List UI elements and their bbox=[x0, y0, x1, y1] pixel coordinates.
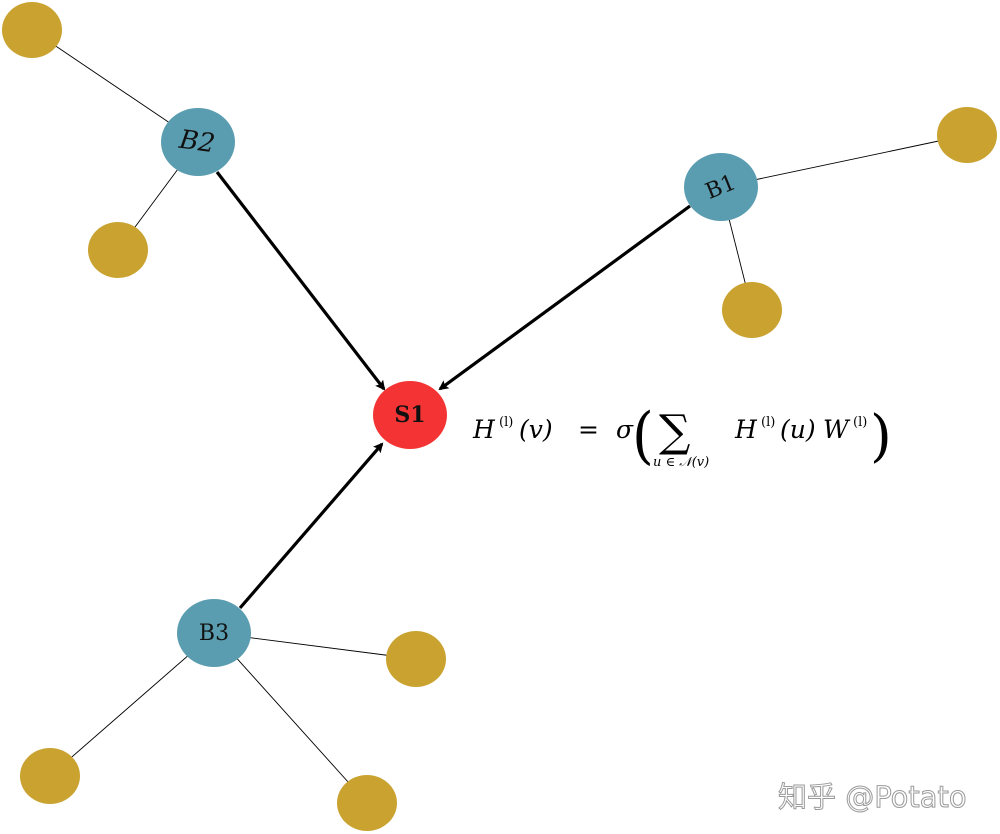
node-b2-label: B2 bbox=[176, 125, 216, 160]
arrow-b2-to-s1 bbox=[215, 171, 386, 391]
formula-h-sup: (l) bbox=[761, 415, 775, 430]
formula-open-paren: ( bbox=[632, 399, 654, 471]
arrow-b1-to-s1 bbox=[438, 204, 691, 391]
gcn-formula: H (l) (v) = σ ( ∑ u ∈ 𝒩(v) H (l) (u) W (… bbox=[472, 399, 892, 471]
edge-b3-leaf bbox=[49, 632, 215, 777]
formula-sum: ∑ bbox=[659, 406, 690, 457]
leaf-node bbox=[386, 631, 446, 687]
formula-close-paren: ) bbox=[870, 404, 892, 469]
node-s1: S1 bbox=[373, 381, 447, 449]
edge-b3-leaf bbox=[213, 632, 368, 804]
node-b1: B1 bbox=[684, 153, 758, 221]
formula-h: H bbox=[734, 415, 758, 444]
node-b2: B2 bbox=[161, 108, 235, 176]
formula-lhs-sup: (l) bbox=[499, 415, 513, 430]
edge-b1-leaf bbox=[720, 134, 968, 188]
leaf-node bbox=[20, 748, 80, 804]
watermark: 知乎 @Potato bbox=[778, 780, 968, 815]
leaf-node bbox=[337, 775, 397, 831]
formula-w: W bbox=[823, 415, 851, 444]
formula-lhs-arg: (v) bbox=[519, 415, 553, 444]
formula-w-sup: (l) bbox=[853, 415, 867, 430]
formula-sigma: σ bbox=[616, 415, 634, 444]
formula-lhs: H bbox=[472, 415, 496, 444]
leaf-node bbox=[722, 282, 782, 338]
arrow-b3-to-s1 bbox=[238, 442, 384, 610]
node-b3-label: B3 bbox=[199, 621, 229, 646]
formula-sum-subscript: u ∈ 𝒩(v) bbox=[653, 455, 709, 470]
leaf-node bbox=[937, 107, 997, 163]
leaf-node bbox=[2, 2, 62, 58]
leaf-node bbox=[88, 222, 148, 278]
formula-equals: = bbox=[578, 415, 599, 444]
node-b3: B3 bbox=[177, 599, 251, 667]
node-s1-label: S1 bbox=[394, 402, 425, 428]
formula-h-arg: (u) bbox=[780, 415, 816, 444]
